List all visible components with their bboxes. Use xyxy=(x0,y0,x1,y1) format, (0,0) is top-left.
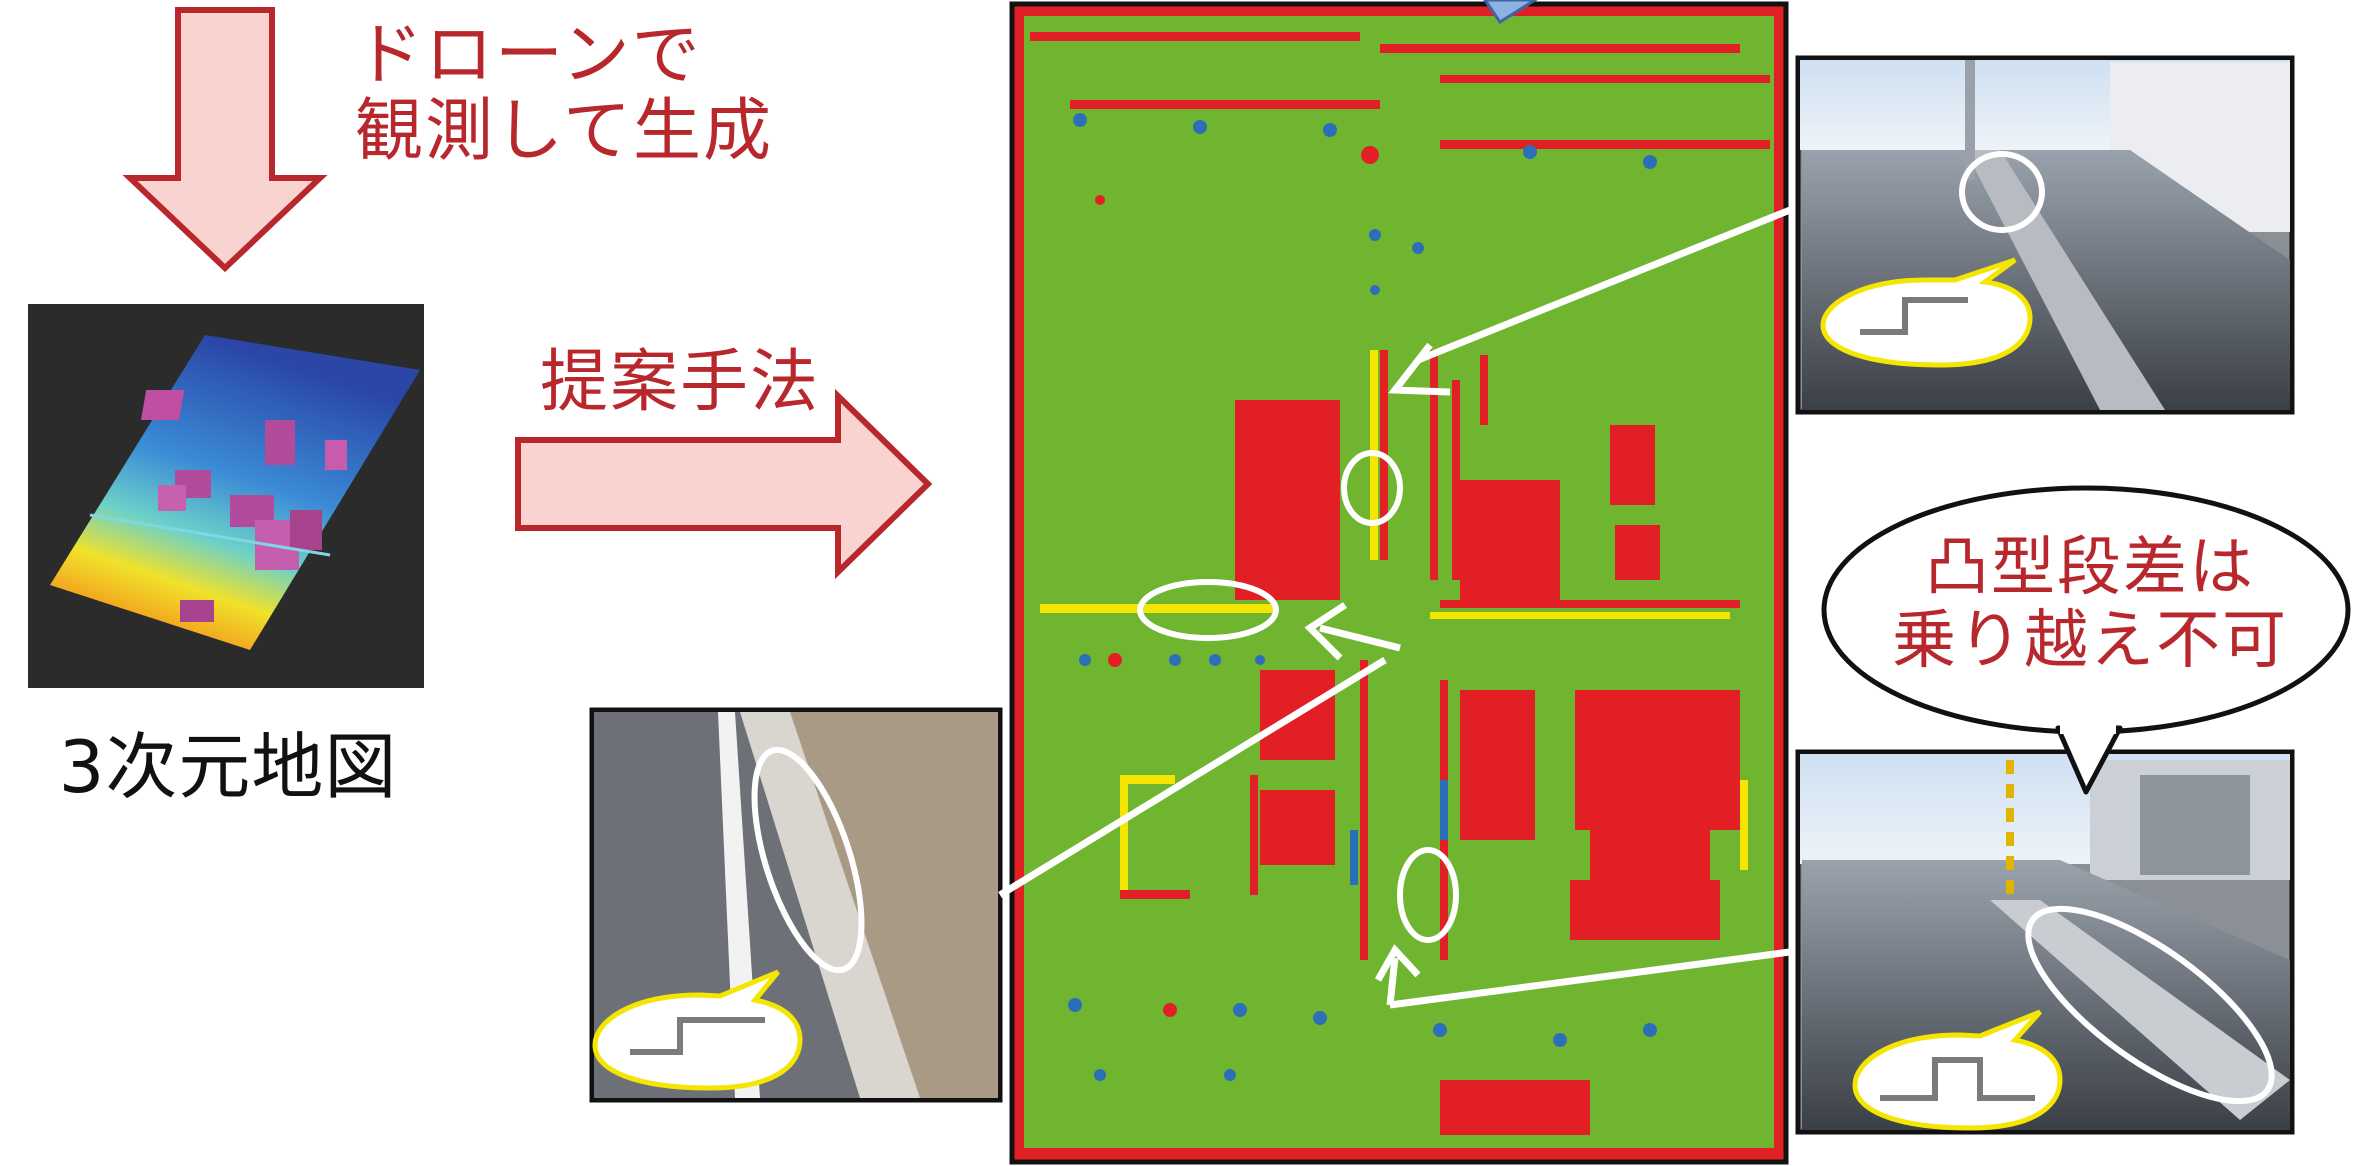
drone-step-line-2: 観測して生成 xyxy=(355,92,773,172)
classified-map xyxy=(1009,1,1789,1165)
drone-step-line-1: ドローンで xyxy=(355,16,702,95)
callout-line-2: 乗り越え不可 xyxy=(1892,603,2288,678)
3d-map-image xyxy=(28,304,424,688)
connector-arrows xyxy=(998,206,1792,1009)
drone-step-label: ドローンで 観測して生成 xyxy=(355,16,773,172)
convex-step-profile-icon xyxy=(1852,1009,2063,1131)
proposed-method-label: 提案手法 xyxy=(540,343,821,422)
drone-pointer-icon xyxy=(1483,0,1538,25)
photo-top-right xyxy=(1795,55,2295,415)
callout-text: 凸型段差は 乗り越え不可 xyxy=(1840,532,2340,678)
callout-line-1: 凸型段差は xyxy=(1925,531,2255,605)
speech-bubble xyxy=(1821,485,2351,795)
3d-map-label: 3次元地図 xyxy=(58,725,398,809)
step-profile-icon xyxy=(592,969,803,1091)
down-arrow-icon xyxy=(122,7,328,273)
step-profile-icon xyxy=(1820,257,2033,368)
right-arrow-icon xyxy=(515,388,933,580)
